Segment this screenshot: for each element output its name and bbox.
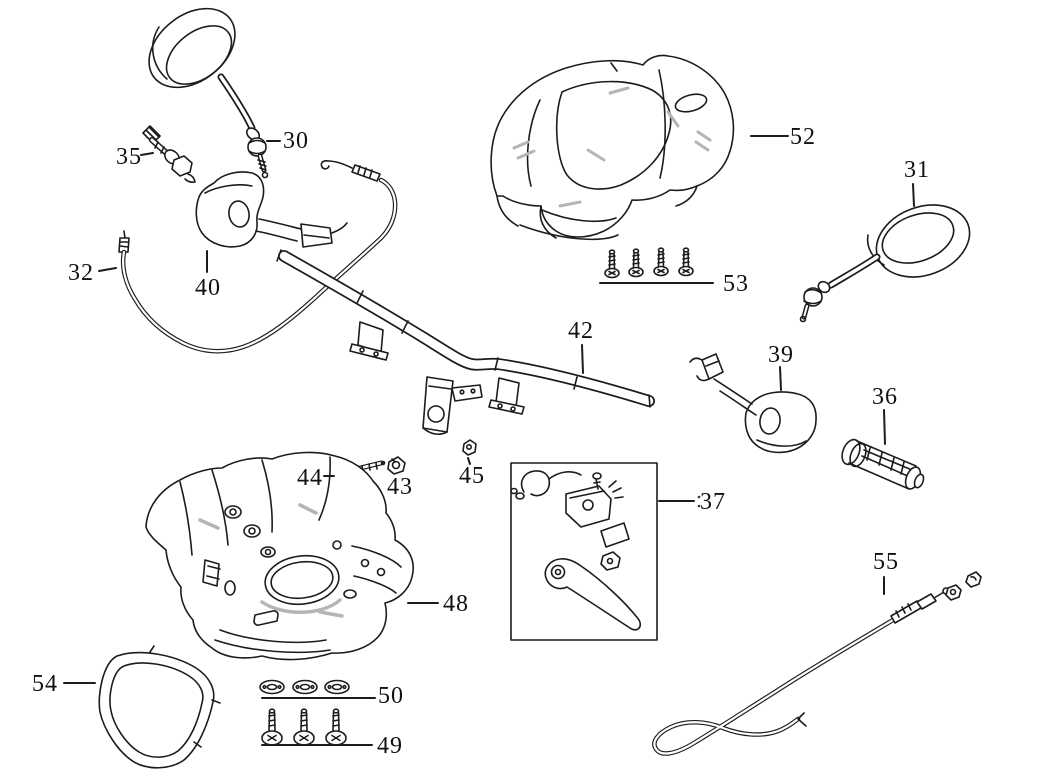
part-36-throttle-grip — [841, 438, 925, 490]
leader-line-35 — [140, 152, 154, 156]
part-31-right-mirror — [799, 204, 971, 323]
leader-line-31 — [912, 183, 915, 207]
part-42-handlebar — [276, 249, 655, 436]
part-30-left-mirror — [148, 7, 269, 179]
part-49-screws — [261, 708, 347, 746]
leader-lines — [63, 135, 915, 746]
part-39-right-switch — [689, 353, 817, 454]
part-55-brake-cable — [652, 571, 982, 756]
leader-line-36 — [883, 409, 886, 445]
part-54-speedometer-lens — [98, 645, 221, 769]
part-45-cap-nut — [462, 439, 477, 456]
part-52-front-cover — [490, 54, 735, 241]
part-53-cover-screws — [604, 247, 694, 279]
part-37-brake-lever-assembly — [510, 462, 701, 641]
leader-line-45 — [467, 457, 471, 465]
part-50-washers — [259, 679, 350, 695]
part-40-left-switch — [195, 171, 348, 248]
part-32-throttle-cable — [118, 160, 398, 354]
part-35-mirror-mount-bolt — [142, 125, 196, 183]
part-43-flange-nut — [387, 456, 406, 475]
leader-line-39 — [779, 366, 782, 391]
part-48-rear-cover — [145, 451, 414, 661]
leader-line-32 — [98, 267, 117, 272]
leader-line-42 — [581, 344, 584, 374]
